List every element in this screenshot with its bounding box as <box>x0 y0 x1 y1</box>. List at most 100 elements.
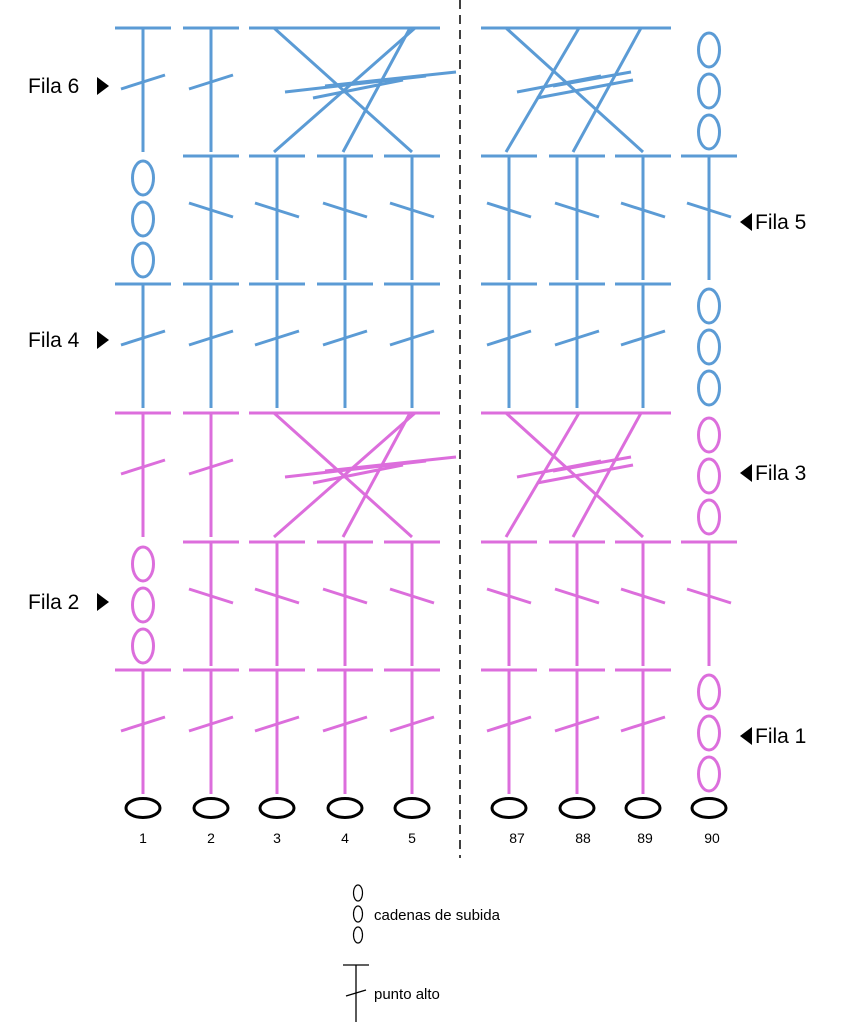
chain-loop <box>697 416 721 454</box>
dc-yarn-over <box>389 329 435 347</box>
chain-stitch-icon <box>697 287 721 407</box>
double-crochet-icon <box>249 540 305 666</box>
dc-yarn-over <box>554 201 600 219</box>
double-crochet-icon <box>115 411 171 537</box>
cross-post-short <box>504 412 581 538</box>
double-crochet-icon <box>115 668 171 794</box>
row-label-fila-4: Fila 4 <box>28 329 109 352</box>
chain-loop <box>697 72 721 110</box>
cross-post-short <box>341 27 412 153</box>
cross-yarn-over <box>312 463 404 485</box>
dc-yarn-over <box>322 587 368 605</box>
column-number: 3 <box>273 830 281 846</box>
row-label-fila-6: Fila 6 <box>28 75 109 98</box>
crossed-stitch-group <box>481 26 671 154</box>
row-label-fila-2: Fila 2 <box>28 591 109 614</box>
cross-yarn-over <box>312 78 404 100</box>
legend-dc-item: punto alto <box>343 964 440 1022</box>
dc-yarn-over <box>486 715 532 733</box>
double-crochet-icon <box>681 154 737 280</box>
legend-chain-item: cadenas de subida <box>352 884 501 944</box>
chain-loop <box>697 369 721 407</box>
crossed-stitch-group <box>249 411 457 539</box>
row-label-text: Fila 5 <box>755 211 806 234</box>
double-crochet-icon <box>481 154 537 280</box>
row-label-text: Fila 6 <box>28 75 79 98</box>
dc-yarn-over <box>554 329 600 347</box>
row-label-text: Fila 3 <box>755 462 806 485</box>
stitch-grid <box>115 26 737 794</box>
chain-loop <box>697 328 721 366</box>
dc-yarn-over <box>554 715 600 733</box>
arrow-right-icon <box>97 331 109 349</box>
double-crochet-icon <box>384 154 440 280</box>
dc-yarn-over <box>486 587 532 605</box>
dc-yarn-over <box>686 587 732 605</box>
dc-yarn-over <box>188 329 234 347</box>
dc-yarn-over <box>188 458 234 476</box>
double-crochet-icon <box>115 282 171 408</box>
dc-yarn-over <box>389 201 435 219</box>
dc-yarn-over <box>322 715 368 733</box>
foundation-chain-icon <box>558 797 596 819</box>
column-number: 1 <box>139 830 147 846</box>
double-crochet-icon <box>183 540 239 666</box>
chain-loop <box>697 113 721 151</box>
dc-yarn-over <box>389 715 435 733</box>
stitch-row <box>115 26 721 154</box>
crossed-stitch-group <box>481 411 671 539</box>
column-number: 89 <box>637 830 653 846</box>
arrow-right-icon <box>97 593 109 611</box>
double-crochet-icon <box>384 282 440 408</box>
dc-yarn-over <box>120 715 166 733</box>
column-number: 2 <box>207 830 215 846</box>
stitch-row <box>131 154 737 280</box>
chain-stitch-icon <box>131 545 155 665</box>
double-crochet-icon <box>317 282 373 408</box>
double-crochet-icon <box>317 540 373 666</box>
stitch-row <box>115 282 721 408</box>
column-number: 88 <box>575 830 591 846</box>
chain-loop <box>697 287 721 325</box>
dc-yarn-over <box>620 715 666 733</box>
double-crochet-icon <box>549 282 605 408</box>
chain-stitch-icon <box>352 884 364 944</box>
dc-yarn-over <box>686 201 732 219</box>
dc-yarn-over <box>120 458 166 476</box>
row-label-text: Fila 4 <box>28 329 80 352</box>
foundation-chain-icon <box>258 797 296 819</box>
chain-loop <box>697 673 721 711</box>
column-number: 5 <box>408 830 416 846</box>
dc-yarn-over <box>554 587 600 605</box>
chain-loop <box>131 627 155 665</box>
cross-yarn-over <box>552 70 632 88</box>
dc-yarn-over <box>322 201 368 219</box>
dc-yarn-over <box>254 715 300 733</box>
cross-post-short <box>273 411 416 539</box>
chain-stitch-icon <box>131 159 155 279</box>
chain-stitch-icon <box>697 416 721 536</box>
cross-yarn-over <box>536 463 634 485</box>
dc-yarn-over <box>322 329 368 347</box>
dc-yarn-over <box>486 329 532 347</box>
double-crochet-icon <box>249 668 305 794</box>
foundation-chain-icon <box>490 797 528 819</box>
double-crochet-icon <box>183 411 239 537</box>
chain-loop <box>131 586 155 624</box>
double-crochet-icon <box>115 26 171 152</box>
arrow-left-icon <box>740 213 752 231</box>
double-crochet-icon <box>481 282 537 408</box>
dc-yarn-over <box>389 587 435 605</box>
chain-loop <box>697 31 721 69</box>
double-crochet-icon <box>549 668 605 794</box>
double-crochet-icon <box>183 668 239 794</box>
double-crochet-icon <box>615 668 671 794</box>
double-crochet-icon <box>249 282 305 408</box>
foundation-chain-icon <box>192 797 230 819</box>
cross-yarn-over <box>324 455 457 473</box>
dc-yarn-over <box>254 329 300 347</box>
dc-yarn-over <box>188 201 234 219</box>
double-crochet-icon <box>549 540 605 666</box>
chain-loop <box>131 241 155 279</box>
